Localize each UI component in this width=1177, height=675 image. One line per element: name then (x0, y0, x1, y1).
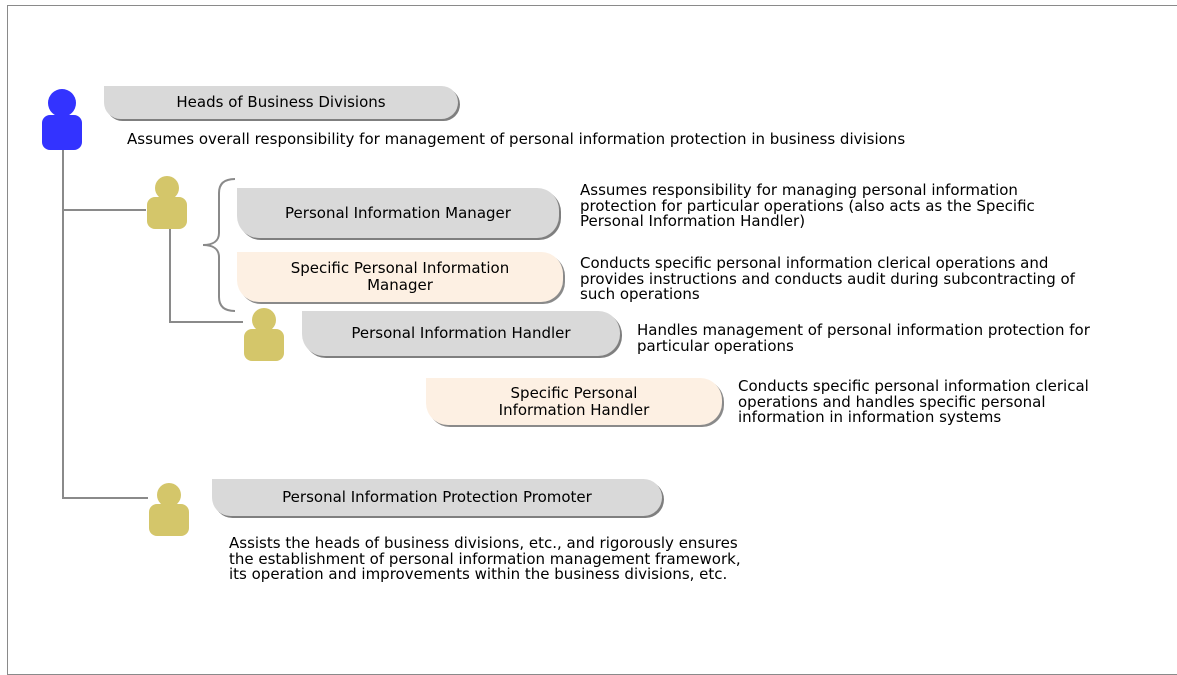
person-icon (147, 175, 187, 229)
curly-brace-icon (201, 177, 237, 317)
heads-description: Assumes overall responsibility for manag… (127, 130, 906, 148)
desc-line: Assumes responsibility for managing pers… (580, 181, 1018, 199)
desc-line: particular operations (637, 336, 794, 355)
desc-line: protection for particular operations (al… (580, 196, 1035, 215)
connector-to-handler (169, 321, 243, 323)
desc-line: Conducts specific personal information c… (580, 254, 1049, 272)
handler-description: Handles management of personal informati… (637, 321, 1090, 355)
title-line: Manager (367, 276, 433, 294)
title-line: Information Handler (498, 400, 650, 419)
desc-line: provides instructions and conducts audit… (580, 269, 1075, 288)
promoter-title: Personal Information Protection Promoter (282, 488, 592, 506)
desc-line: the establishment of personal informatio… (229, 549, 741, 568)
specific-handler-pill: Specific Personal Information Handler (426, 378, 722, 425)
connector-to-manager (62, 209, 146, 211)
handler-pill: Personal Information Handler (302, 311, 620, 356)
handler-title: Personal Information Handler (351, 324, 571, 342)
person-icon (149, 482, 189, 536)
connector-to-promoter (62, 497, 148, 499)
manager-pill: Personal Information Manager (237, 188, 559, 238)
specific-handler-description: Conducts specific personal information c… (738, 377, 1089, 426)
specific-handler-title: Specific Personal Information Handler (498, 383, 650, 419)
desc-line: its operation and improvements within th… (229, 565, 728, 583)
desc-line: Handles management of personal informati… (637, 321, 1090, 339)
desc-line: information in information systems (738, 408, 1002, 426)
specific-manager-title: Specific Personal Information Manager (291, 260, 510, 294)
specific-manager-description: Conducts specific personal information c… (580, 254, 1075, 303)
title-line: Specific Personal Information (290, 259, 510, 277)
promoter-description: Assists the heads of business divisions,… (229, 534, 741, 583)
connector-manager-vertical (169, 228, 171, 323)
title-line: Specific Personal (510, 383, 638, 402)
desc-line: Assists the heads of business divisions,… (229, 534, 738, 552)
specific-manager-pill: Specific Personal Information Manager (237, 252, 563, 302)
person-icon (244, 307, 284, 361)
desc-line: Conducts specific personal information c… (738, 377, 1089, 395)
heads-pill: Heads of Business Divisions (104, 86, 458, 119)
desc-line: such operations (580, 285, 700, 303)
heads-title: Heads of Business Divisions (176, 93, 386, 111)
connector-main-vertical (62, 150, 64, 499)
promoter-pill: Personal Information Protection Promoter (212, 479, 662, 516)
person-icon (42, 88, 82, 150)
manager-description: Assumes responsibility for managing pers… (580, 181, 1035, 230)
desc-line: Personal Information Handler) (580, 212, 806, 230)
desc-line: operations and handles specific personal (738, 392, 1046, 411)
manager-title: Personal Information Manager (285, 203, 511, 222)
